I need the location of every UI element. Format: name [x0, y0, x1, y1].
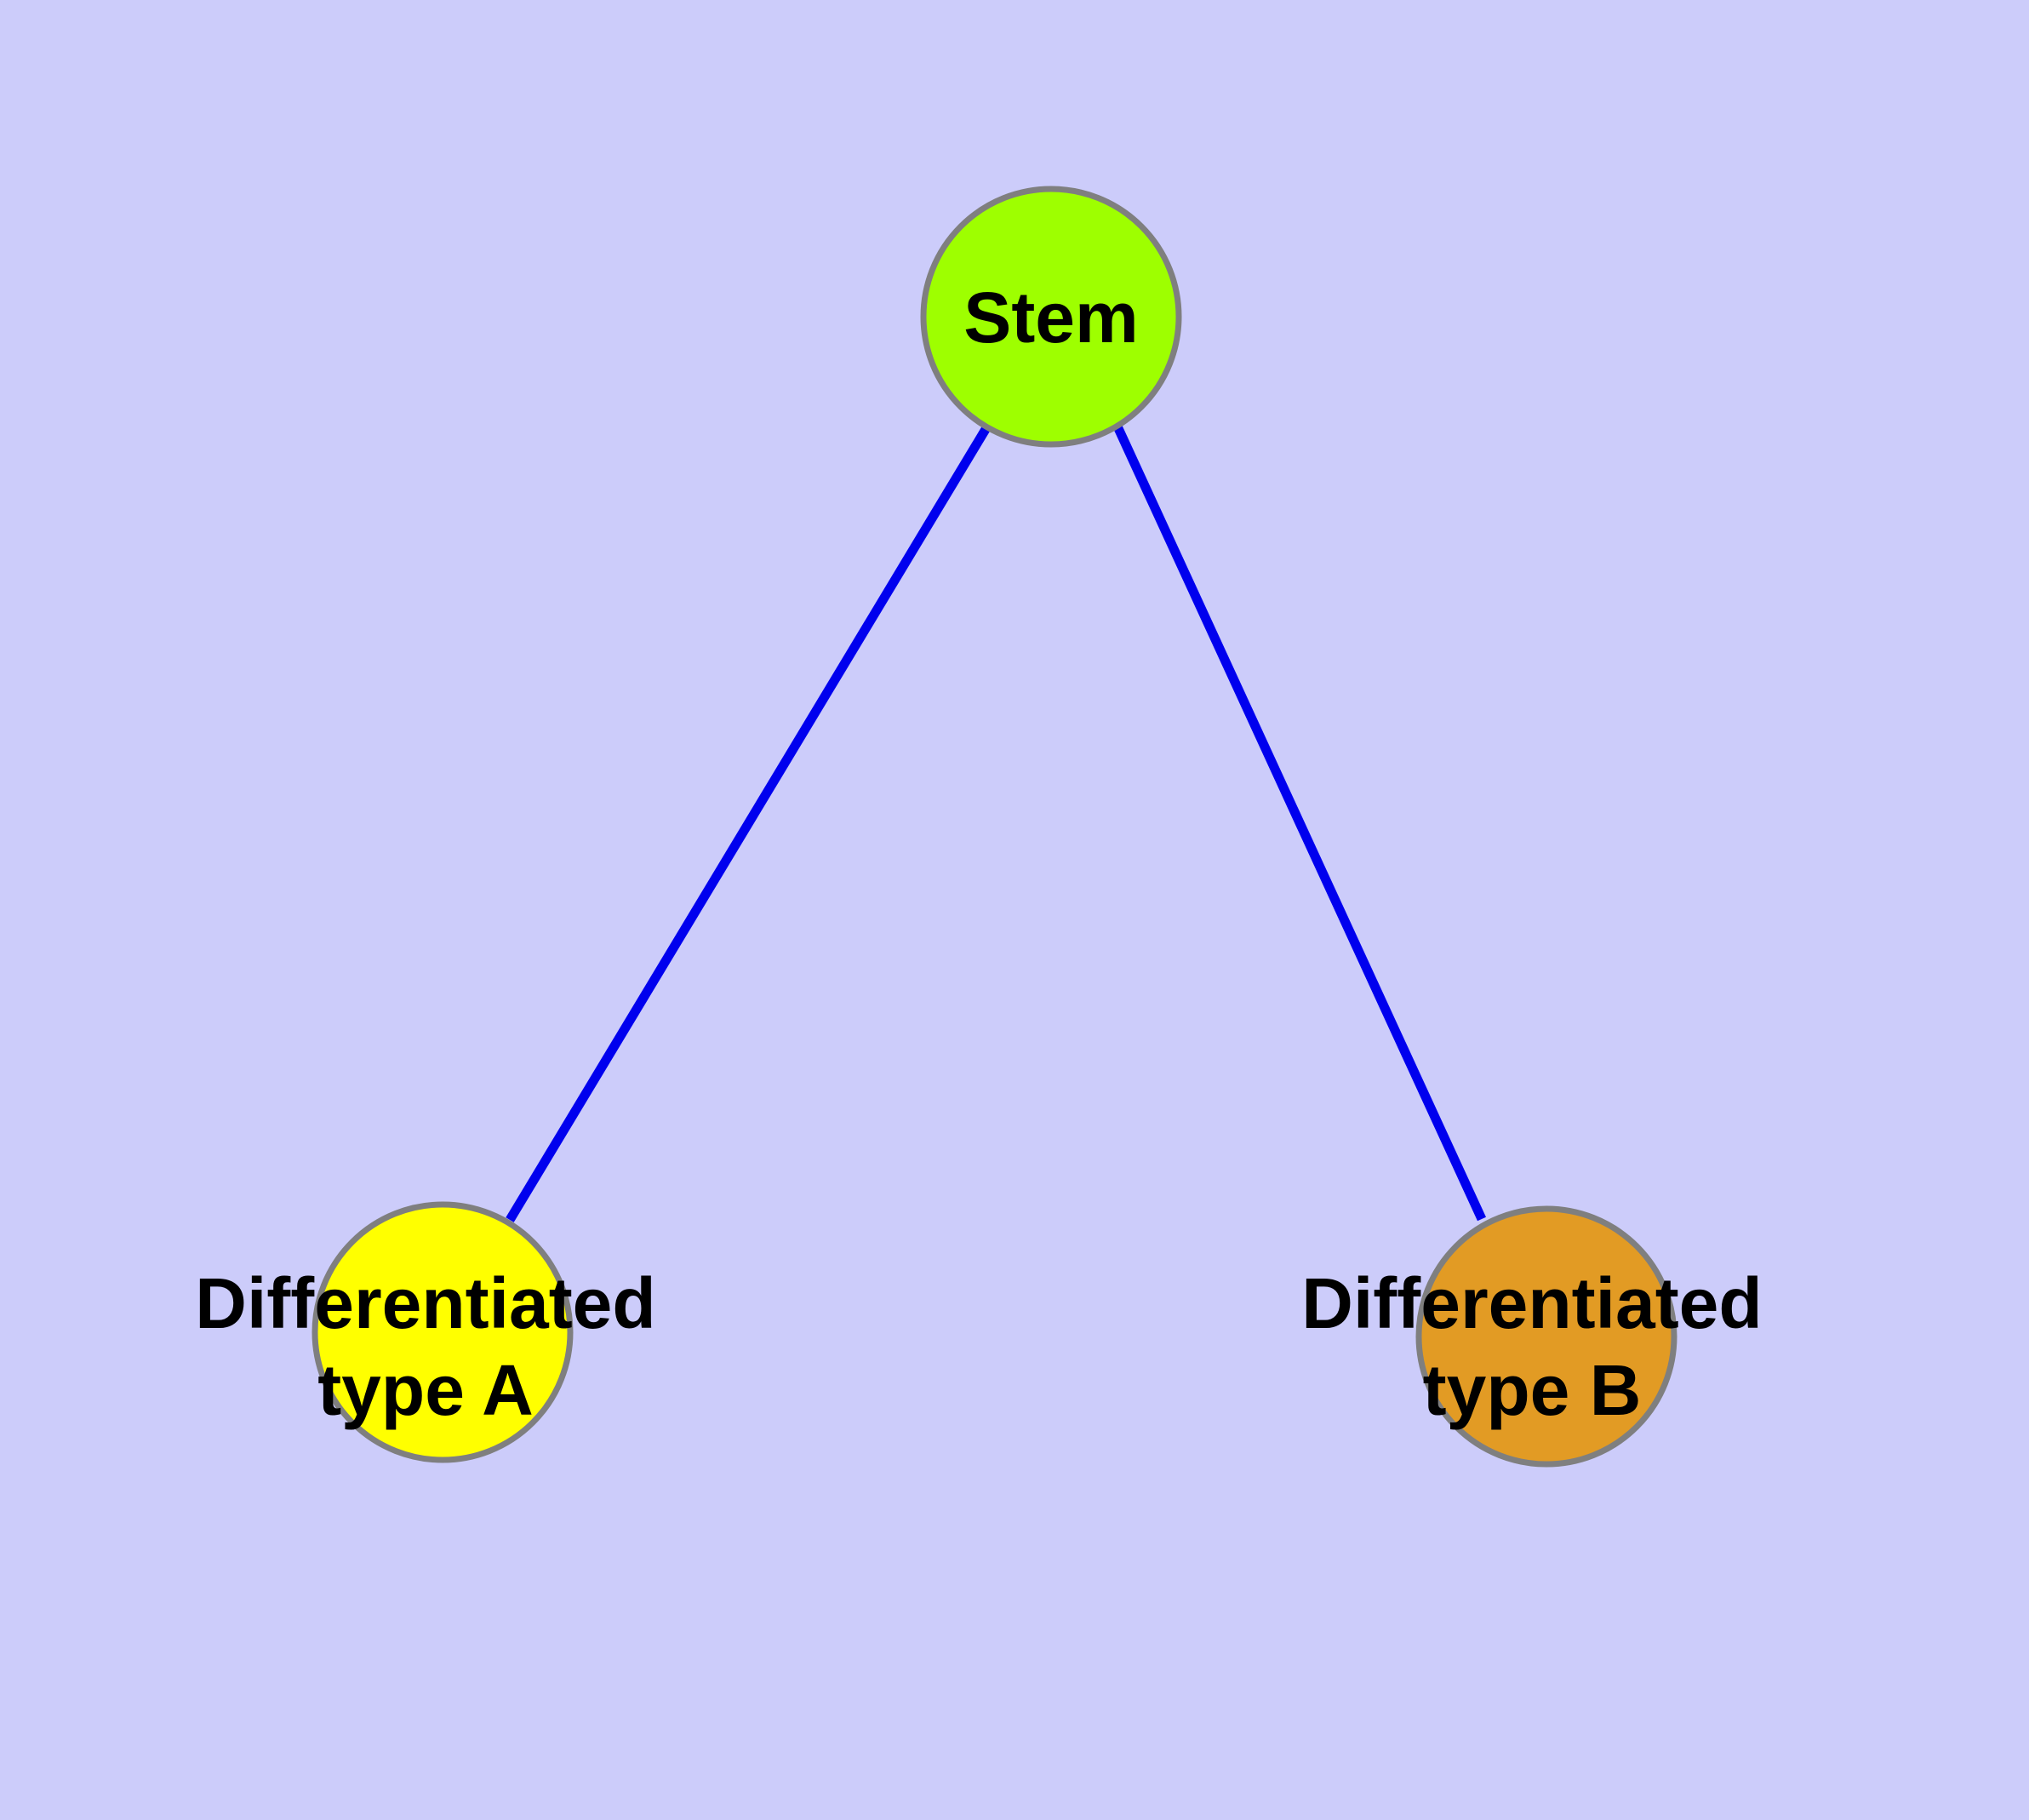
edge-stem-to-differentiated-type-a[interactable]: [506, 424, 992, 1222]
node-differentiated-type-b-circle[interactable]: [1415, 1205, 1677, 1468]
node-stem-label: Stem: [963, 278, 1138, 358]
node-differentiated-type-b-label-line-2: type B: [1423, 1350, 1642, 1430]
node-differentiated-type-a-circle[interactable]: [311, 1201, 574, 1463]
node-differentiated-type-a-label-line-1: Differentiated: [195, 1263, 655, 1343]
node-stem[interactable]: Stem: [920, 186, 1182, 448]
node-differentiated-type-a-label-group: Differentiated type A: [195, 1263, 655, 1430]
node-differentiated-type-a[interactable]: [311, 1201, 574, 1463]
node-differentiated-type-b-label-group: Differentiated type B: [1301, 1263, 1762, 1430]
edges-group: [506, 424, 1486, 1222]
node-differentiated-type-b[interactable]: [1415, 1205, 1677, 1468]
node-differentiated-type-b-label-line-1: Differentiated: [1301, 1263, 1762, 1343]
edge-stem-to-differentiated-type-b[interactable]: [1113, 424, 1486, 1222]
nodes-group: Stem Differentiated type A Differentiate…: [195, 186, 1763, 1468]
node-differentiated-type-a-label-line-2: type A: [317, 1350, 534, 1430]
node-stem-circle[interactable]: [920, 186, 1182, 448]
